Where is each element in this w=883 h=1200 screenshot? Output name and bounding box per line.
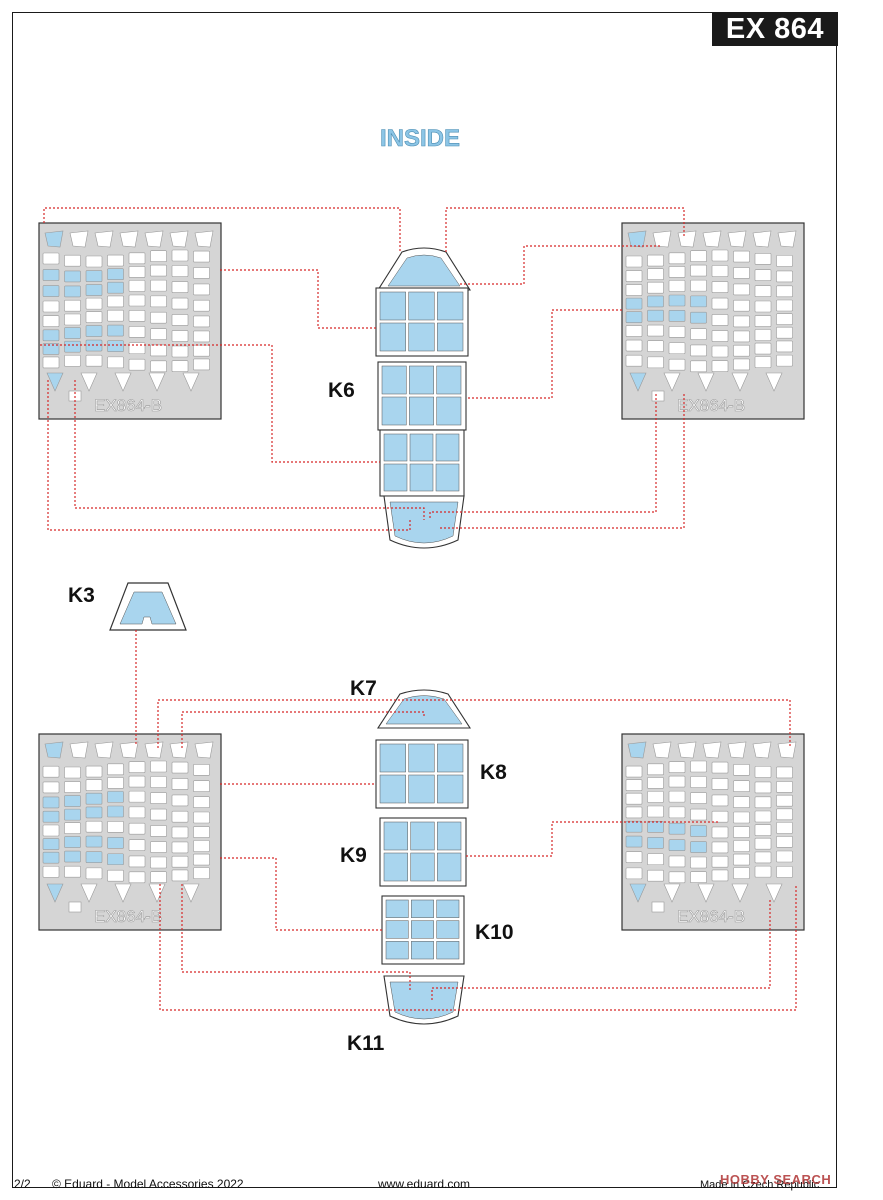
part-label-k11: K11 <box>347 1032 385 1055</box>
part-k3 <box>109 582 187 631</box>
part-label-k7: K7 <box>350 677 377 700</box>
page-number: 2/2 <box>14 1177 31 1191</box>
mask-sheet: EX864-B <box>621 733 805 931</box>
part-label-k9: K9 <box>340 844 367 867</box>
sheet-code-label: EX864-B <box>677 396 745 415</box>
leader-line <box>431 900 771 1002</box>
part-k8 <box>375 739 469 809</box>
mask-sheet: EX864-B <box>38 733 222 931</box>
leader-line <box>74 380 425 520</box>
part-label-k10: K10 <box>475 921 514 944</box>
origin-text: Made in Czech Republic <box>700 1179 820 1191</box>
leader-line <box>429 394 657 520</box>
page-border <box>12 12 837 1188</box>
leader-line <box>159 884 797 1011</box>
leader-line <box>445 207 685 252</box>
part-label-k8: K8 <box>480 761 507 784</box>
part-k7 <box>376 689 472 729</box>
website-text: www.eduard.com <box>378 1177 471 1191</box>
leader-line <box>220 269 378 329</box>
leader-line <box>220 857 382 931</box>
copyright-text: © Eduard - Model Accessories 2022 <box>52 1177 244 1191</box>
mask-sheet: EX864-B <box>38 222 222 420</box>
mask-sheet: EX864-B <box>621 222 805 420</box>
leader-line <box>40 344 380 463</box>
watermark-text: HOBBY SEARCH <box>720 1172 832 1187</box>
product-code-badge: EX 864 <box>712 12 838 46</box>
sheet-code-label: EX864-B <box>94 907 162 926</box>
leader-line <box>43 207 401 252</box>
leader-line <box>460 245 660 285</box>
leader-line <box>181 884 411 990</box>
leader-line <box>181 711 425 748</box>
part-label-k6: K6 <box>328 379 355 402</box>
leader-line <box>157 699 791 748</box>
part-label-k3: K3 <box>68 584 95 607</box>
leader-line <box>440 394 685 529</box>
part-k6-canopy <box>375 247 471 549</box>
leader-line <box>466 309 622 399</box>
sheet-code-label: EX864-B <box>94 396 162 415</box>
part-k10 <box>381 895 465 965</box>
part-k11 <box>383 975 465 1025</box>
part-k9 <box>379 817 467 887</box>
sheet-code-label: EX864-B <box>677 907 745 926</box>
inside-heading: INSIDE <box>379 125 461 153</box>
leader-line <box>47 380 411 531</box>
